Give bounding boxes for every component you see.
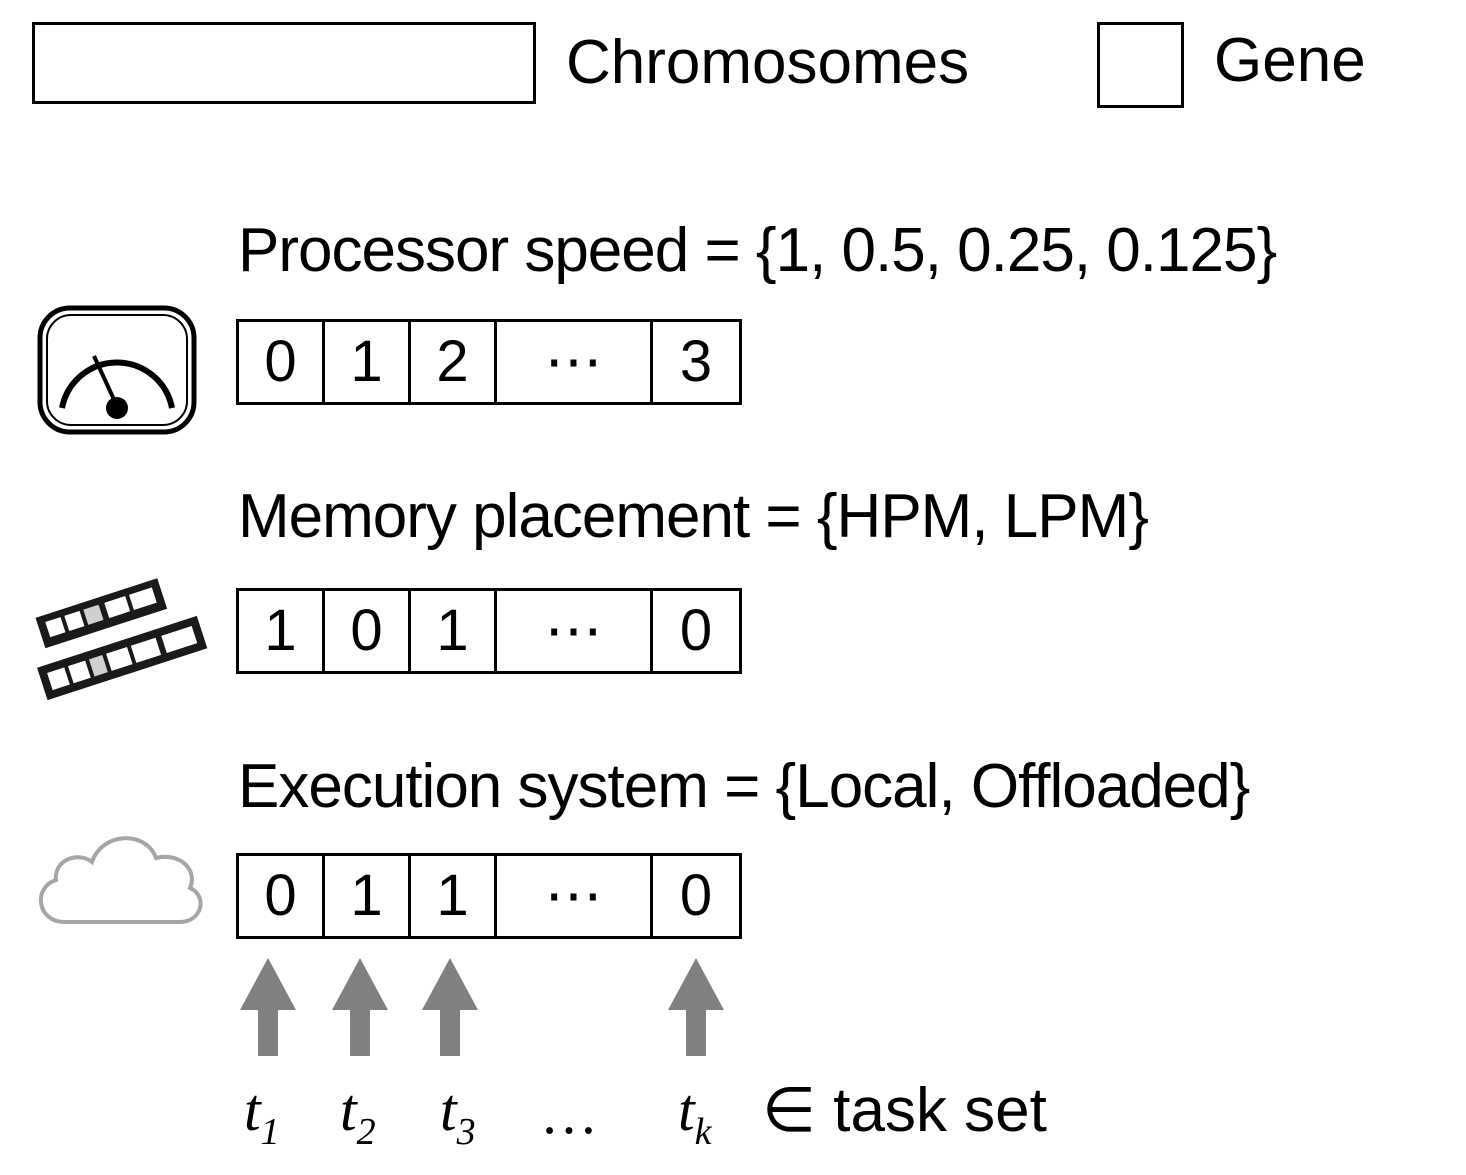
task-set-label: ∈ task set xyxy=(762,1076,1047,1145)
task-label-t1: t1 xyxy=(244,1080,280,1151)
gene-cell: 0 xyxy=(679,598,713,663)
up-arrow-icon xyxy=(668,958,724,1056)
task-var: t xyxy=(440,1077,457,1143)
gene-ellipsis-cell: ⋯ xyxy=(497,591,653,671)
gene-cell: 0 xyxy=(679,863,713,928)
gene-cell: 0 xyxy=(239,856,325,936)
gene-legend-label: Gene xyxy=(1214,26,1366,95)
cloud-icon xyxy=(38,836,203,924)
up-arrow-icon xyxy=(240,958,296,1056)
task-label-t2: t2 xyxy=(340,1080,376,1151)
gene-cell: 2 xyxy=(411,322,497,402)
task-subscript: k xyxy=(694,1111,712,1153)
processor-speed-title: Processor speed = {1, 0.5, 0.25, 0.125} xyxy=(238,216,1277,285)
execution-system-chromosome: 0 1 1 ⋯ 0 xyxy=(236,853,742,939)
task-subscript: 1 xyxy=(260,1111,280,1153)
gene-cell: 0 xyxy=(325,591,411,671)
task-label-t3: t3 xyxy=(440,1080,476,1151)
gene-cell: 3 xyxy=(679,329,713,394)
memory-modules-icon xyxy=(35,578,208,701)
task-var: t xyxy=(678,1077,695,1143)
gene-cell: 1 xyxy=(325,856,411,936)
up-arrow-icon xyxy=(422,958,478,1056)
task-subscript: 3 xyxy=(456,1111,476,1153)
task-ellipsis: … xyxy=(540,1081,598,1146)
gene-cell: 1 xyxy=(239,591,325,671)
gene-legend-box xyxy=(1097,22,1184,108)
gene-ellipsis-cell: ⋯ xyxy=(497,322,653,402)
task-var: t xyxy=(244,1077,261,1143)
task-subscript: 2 xyxy=(356,1111,376,1153)
up-arrow-icon xyxy=(332,958,388,1056)
memory-placement-chromosome: 1 0 1 ⋯ 0 xyxy=(236,588,742,674)
gene-ellipsis-cell: ⋯ xyxy=(497,856,653,936)
processor-speed-chromosome: 0 1 2 ⋯ 3 xyxy=(236,319,742,405)
gene-cell: 1 xyxy=(325,322,411,402)
task-var: t xyxy=(340,1077,357,1143)
memory-placement-title: Memory placement = {HPM, LPM} xyxy=(238,482,1149,551)
gene-cell: 1 xyxy=(411,856,497,936)
chromosome-legend-label: Chromosomes xyxy=(566,28,970,97)
chromosome-legend-box xyxy=(32,22,536,104)
gene-cell: 0 xyxy=(239,322,325,402)
gene-cell: 1 xyxy=(411,591,497,671)
speedometer-icon xyxy=(37,305,197,435)
task-label-tk: tk xyxy=(678,1080,712,1151)
execution-system-title: Execution system = {Local, Offloaded} xyxy=(238,752,1250,821)
